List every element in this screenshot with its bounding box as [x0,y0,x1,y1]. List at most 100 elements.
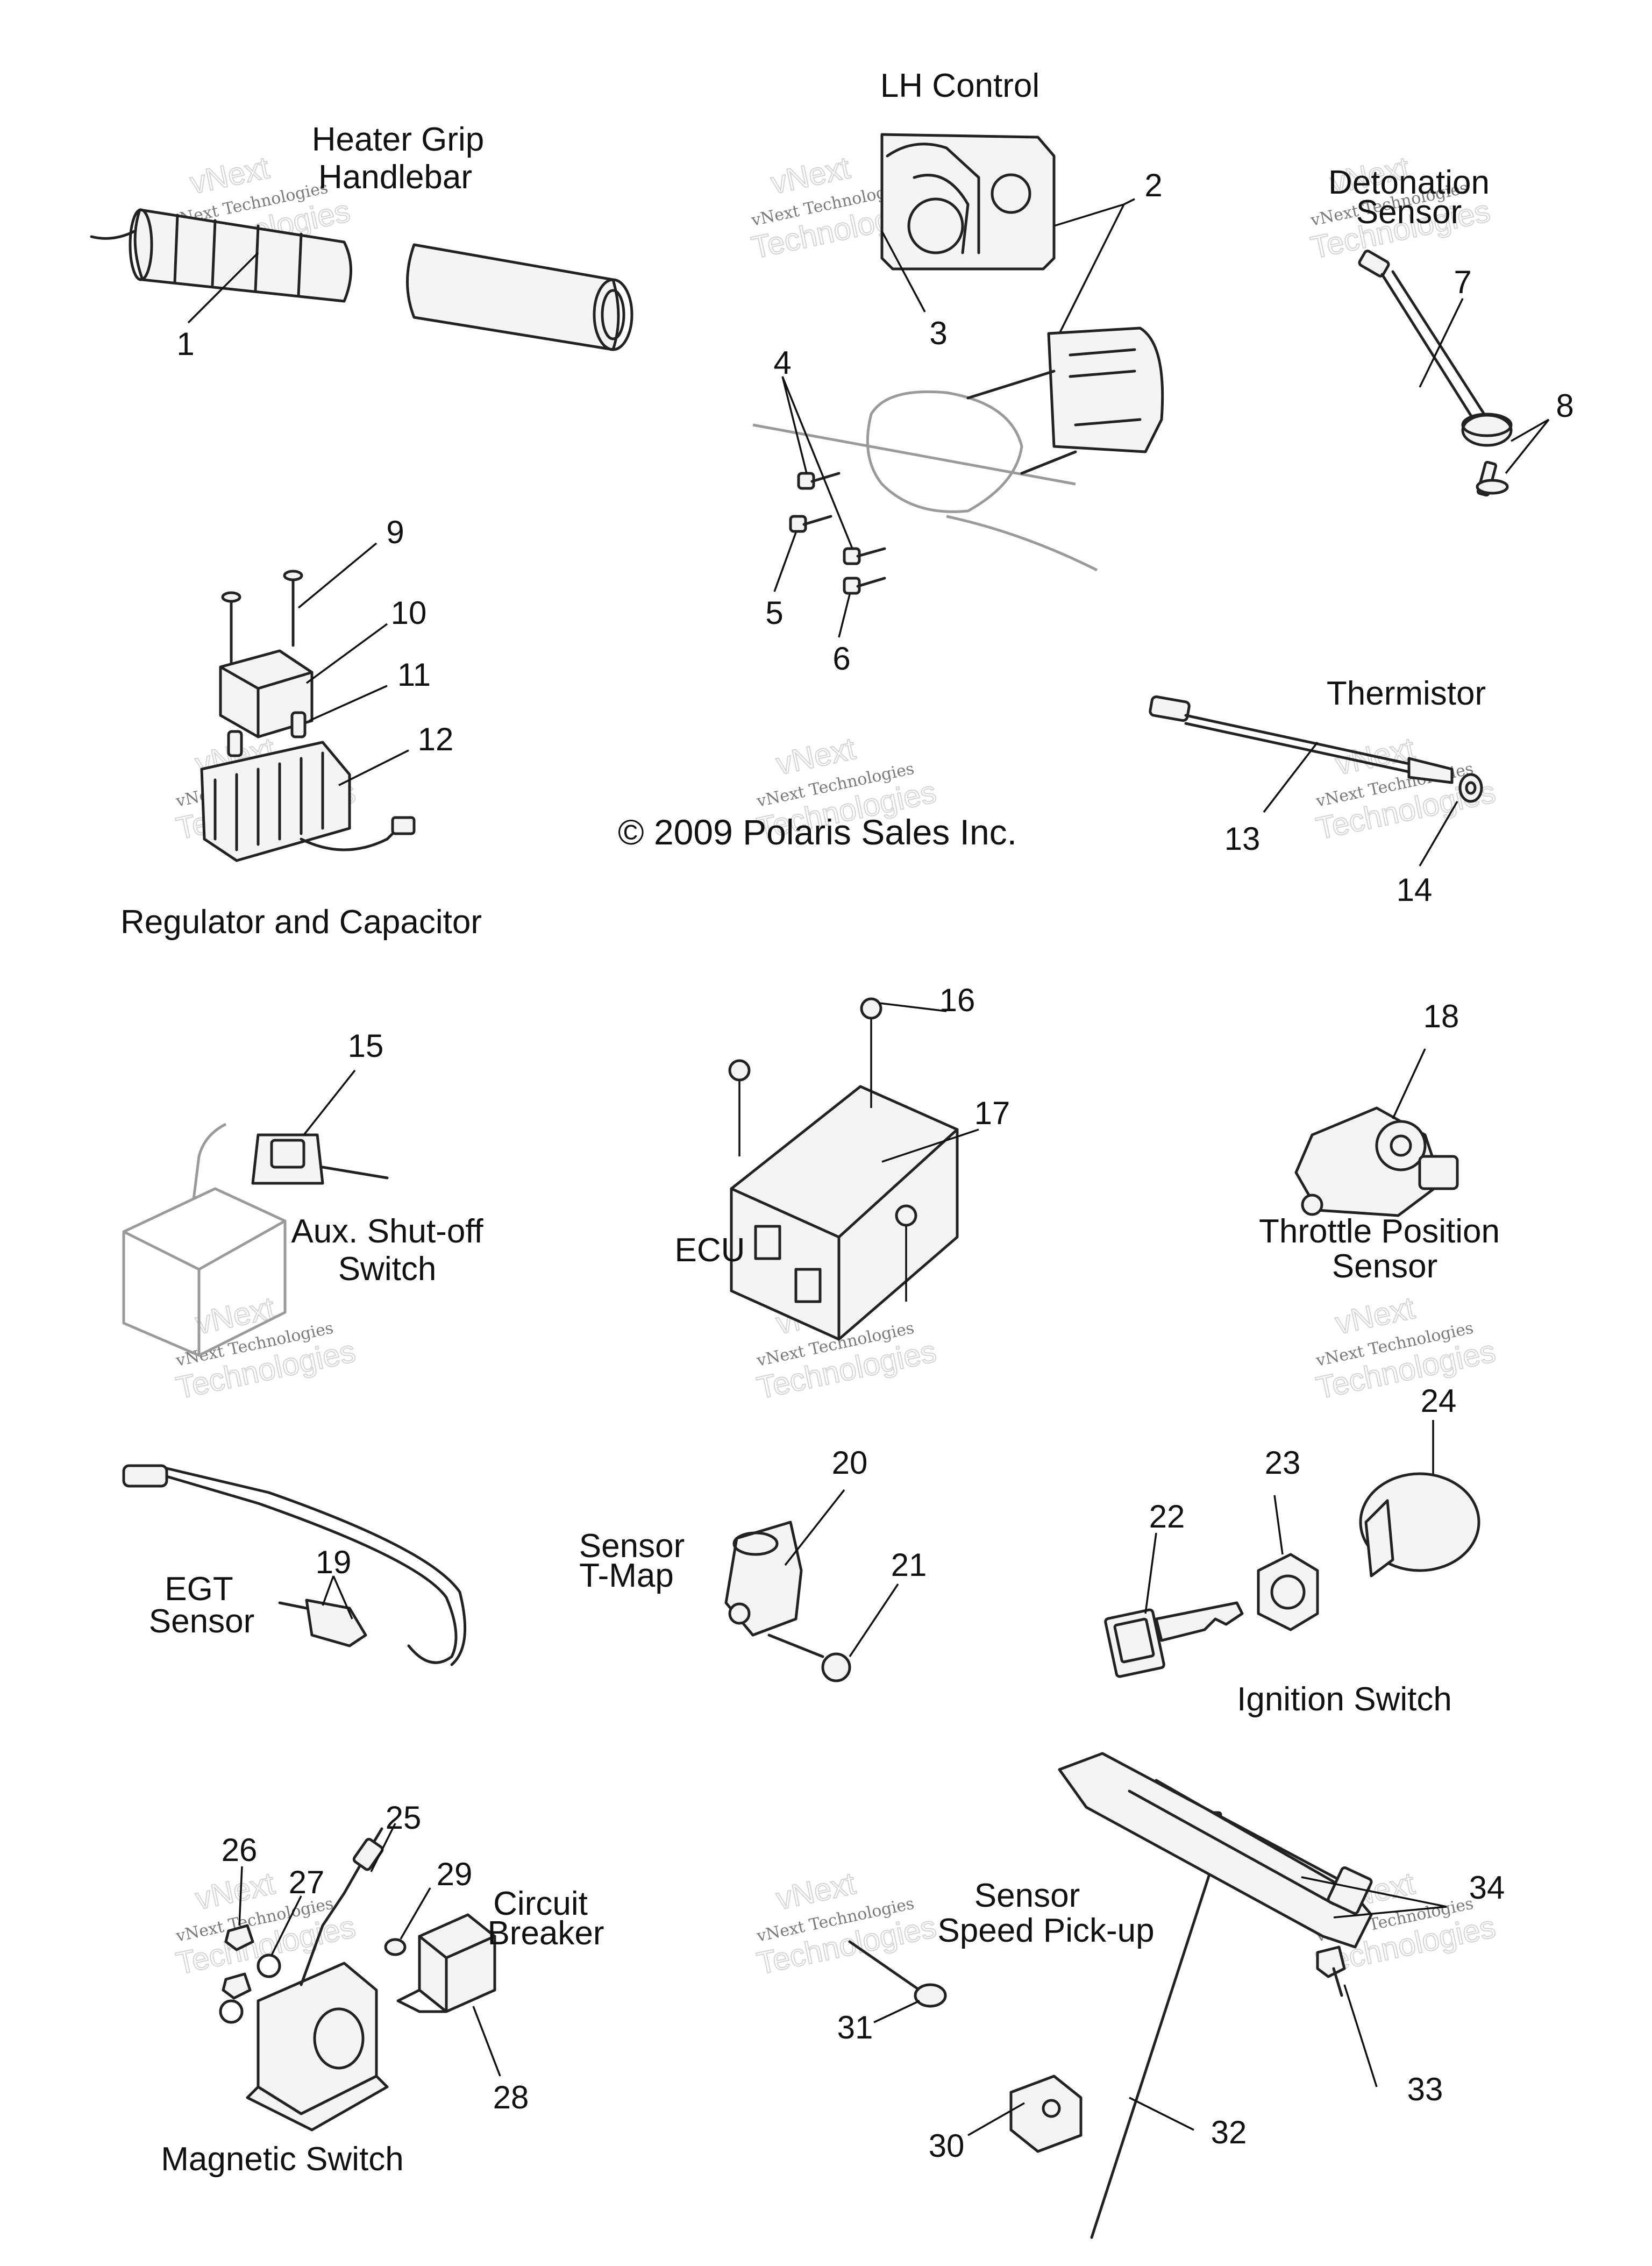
detonation-sensor-top [1461,413,1513,437]
leader-32 [1129,2097,1194,2131]
callout-29: 29 [437,1856,473,1892]
caption-regulator: Regulator and Capacitor [120,904,482,941]
caption-speed-2: Speed Pick-up [937,1912,1154,1949]
leader-34b [1333,1906,1447,1919]
bolt-33-shaft [1332,1967,1343,1997]
callout-28: 28 [493,2079,529,2115]
thermistor-washer-hole [1465,781,1477,795]
spacer-11a [227,730,243,757]
magnetic-switch-base [246,2075,389,2132]
watermark: vNext vNext Technologies Technologies [173,1290,359,1406]
leader-7 [1419,298,1464,388]
leader-17 [881,1128,979,1163]
tmap-mount [728,1602,751,1625]
leader-29 [400,1887,431,1940]
leader-27 [270,1895,302,1956]
bolt-16 [860,997,882,1020]
lh-control-knob [907,197,964,254]
ecu-bolt-c [895,1204,917,1227]
regulator-wire [300,827,400,851]
nut-26b [222,1972,252,2000]
caption-egt-2: Sensor [149,1603,254,1640]
screw-5 [789,515,832,533]
nut-29 [384,1938,407,1956]
leader-2-origin [1123,198,1135,205]
harness-34 [1058,1752,1373,1949]
callout-5: 5 [765,595,783,631]
regulator-part [200,741,351,862]
thermistor-wire [1184,714,1411,773]
bolt-9b-head [283,570,303,581]
tps-mount [1301,1194,1323,1216]
lh-control-cover-detail [1069,348,1142,427]
screw-6 [843,577,886,595]
leader-23 [1273,1495,1284,1555]
circuit-breaker-assembly [384,1887,501,2077]
egt-probe [305,1599,367,1647]
caption-heater-grip-1: Heater Grip [312,121,484,158]
egt-wire-b [165,1467,467,1666]
callout-15: 15 [348,1028,384,1064]
lh-control-housing [880,133,1056,271]
handlebar-tube-end [593,278,633,351]
bolt-21 [821,1652,851,1682]
bolt-33 [1316,1945,1346,1978]
egt-connector [122,1464,168,1488]
callout-25: 25 [386,1800,422,1836]
callout-23: 23 [1265,1445,1301,1481]
tps-rotor-hub [1390,1134,1412,1157]
callout-2: 2 [1144,167,1162,203]
aux-shutoff-housing [122,1187,287,1357]
ignition-key-head [1104,1608,1165,1678]
ecu-body [730,1085,959,1341]
caption-aux-shutoff-2: Switch [338,1251,437,1288]
watermark: vNext vNext Technologies Technologies [753,1865,940,1981]
caption-tmap-2: T-Map [579,1557,674,1594]
lever-housing [866,390,1023,513]
leader-10 [305,623,388,684]
leader-20 [784,1489,845,1566]
leader-30 [967,2102,1025,2136]
caption-aux-shutoff-1: Aux. Shut-off [291,1213,483,1250]
caption-detonation-1: Detonation [1328,164,1490,201]
handlebar-tube [406,243,620,351]
leader-4a [781,376,808,474]
leader-9 [297,542,378,609]
heater-grip-part [133,208,352,303]
thermistor-washer [1458,773,1483,803]
ignition-nut-bore [1270,1574,1306,1610]
leader-18 [1392,1048,1426,1119]
brake-lever [946,515,1098,572]
regulator-fins [213,751,324,851]
leader-19b [332,1575,353,1619]
callout-13: 13 [1224,821,1261,857]
thermistor-assembly [1149,695,1483,866]
tmap-bolt-shaft [767,1633,824,1658]
tmap-port [732,1531,779,1556]
caption-ignition: Ignition Switch [1237,1681,1452,1718]
leader-12 [338,749,409,786]
cover-guides [966,370,1077,475]
leader-8b [1505,418,1550,474]
callout-10: 10 [391,595,427,631]
aux-shutoff-button [270,1139,305,1169]
leader-26 [238,1866,243,1926]
leader-2b [1053,204,1125,345]
callouts: 1 2 3 4 5 6 7 8 9 10 11 12 13 14 15 16 1… [176,167,1573,2164]
caption-speed-1: Sensor [974,1877,1080,1914]
callout-34: 34 [1469,1870,1505,1906]
ignition-barrel [1364,1499,1394,1578]
ecu-connector-a [754,1225,781,1260]
aux-shutoff-switch [251,1133,324,1185]
capacitor-part [219,649,314,738]
caption-tps-1: Throttle Position [1259,1213,1500,1250]
caption-tmap-1: Sensor [579,1528,685,1565]
aux-shutoff-wire [321,1166,389,1180]
callout-33: 33 [1407,2071,1443,2107]
egt-wire-a [165,1475,458,1664]
callout-24: 24 [1421,1383,1457,1419]
copyright-notice: © 2009 Polaris Sales Inc. [618,812,1017,852]
callout-32: 32 [1211,2114,1247,2150]
leader-3 [881,231,926,312]
